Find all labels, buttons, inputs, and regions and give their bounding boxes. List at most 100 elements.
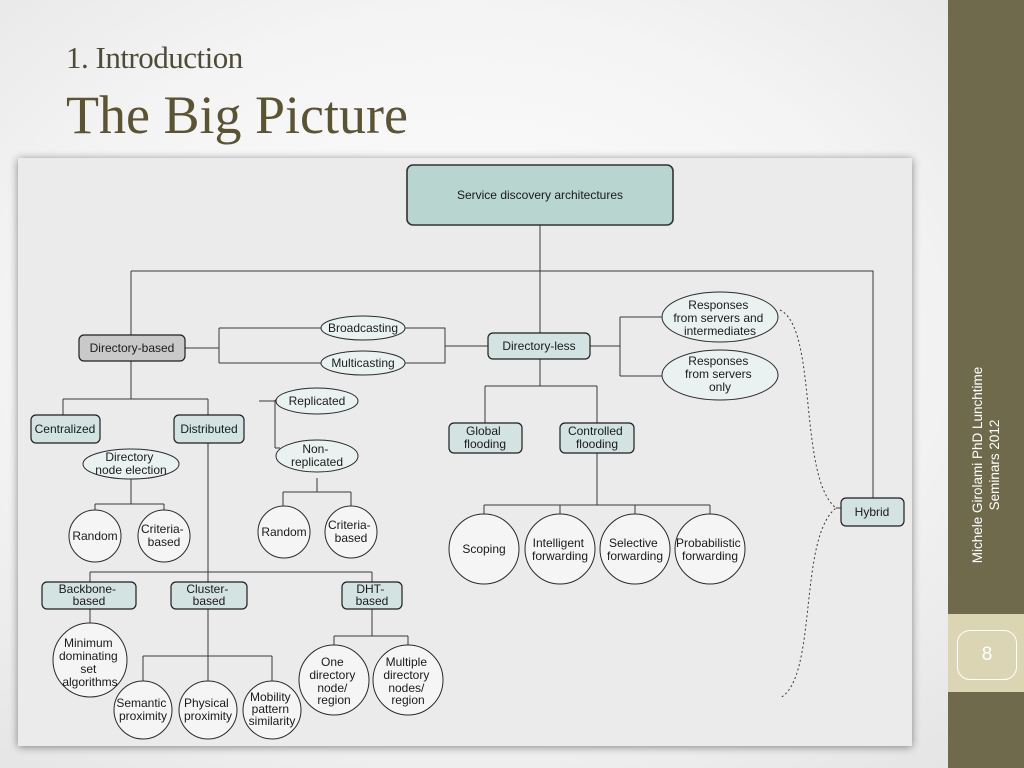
responses-intermediates-l1: Responses xyxy=(688,298,748,312)
distributed-node xyxy=(173,414,245,444)
mobility-pattern-l2: pattern xyxy=(252,702,289,716)
mobility-pattern-node xyxy=(242,680,302,740)
node-election-l2: node election xyxy=(95,463,166,477)
cluster-l1: Cluster- xyxy=(186,582,228,596)
multiple-directory-l1: Multiple xyxy=(386,655,428,669)
cluster-l2: based xyxy=(193,594,226,608)
responses-servers-node xyxy=(661,349,779,401)
global-flooding-label: Global flooding xyxy=(464,424,506,451)
semantic-proximity-l2: proximity xyxy=(119,709,167,723)
probabilistic-forwarding-node xyxy=(674,513,746,585)
controlled-flooding-node xyxy=(559,422,635,454)
mobility-pattern-l1: Mobility xyxy=(250,690,291,704)
selective-forwarding-l1: Selective xyxy=(609,536,658,550)
slide-title: The Big Picture xyxy=(66,85,408,145)
min-dom-set-l1: Minimum xyxy=(64,636,113,650)
semantic-proximity-l1: Semantic xyxy=(116,696,166,710)
min-dom-set-l4: algorithms xyxy=(62,675,117,689)
election-criteria-label: Criteria- based xyxy=(141,522,187,549)
global-flooding-node xyxy=(448,422,523,454)
one-directory-l2: directory xyxy=(309,668,355,682)
slide-subtitle: 1. Introduction xyxy=(66,40,243,75)
non-replicated-l2: replicated xyxy=(291,455,343,469)
sidebar-credit-line2: Seminars 2012 xyxy=(987,419,1002,511)
intelligent-forwarding-node xyxy=(524,513,596,585)
one-directory-l1: One xyxy=(321,655,344,669)
one-directory-l4: region xyxy=(317,693,350,707)
broadcasting-label: Broadcasting xyxy=(328,321,398,335)
backbone-l1: Backbone- xyxy=(59,582,116,596)
node-election-label: Directory node election xyxy=(95,450,166,477)
physical-proximity-node xyxy=(178,680,238,740)
directory-based-node xyxy=(78,334,186,362)
one-directory-label: One directory node/ region xyxy=(309,655,358,707)
diagram-figure: Service discovery architectures Director… xyxy=(18,158,912,746)
sidebar-credit-line1: Michele Girolami PhD Lunchtime xyxy=(970,366,985,564)
replication-criteria-l2: based xyxy=(335,531,368,545)
global-flooding-l2: flooding xyxy=(464,437,506,451)
root-node xyxy=(406,164,674,226)
controlled-flooding-l2: flooding xyxy=(576,437,618,451)
dht-l2: based xyxy=(356,594,389,608)
global-flooding-l1: Global xyxy=(466,424,501,438)
selective-forwarding-node xyxy=(599,513,671,585)
non-replicated-node xyxy=(275,439,359,473)
connector-lines xyxy=(62,225,874,685)
physical-proximity-l1: Physical xyxy=(184,696,229,710)
mobility-pattern-l3: similarity xyxy=(249,714,296,728)
controlled-flooding-label: Controlled flooding xyxy=(568,424,626,451)
responses-servers-l1: Responses xyxy=(688,354,748,368)
intelligent-forwarding-l2: forwarding xyxy=(532,549,588,563)
replication-criteria-label: Criteria- based xyxy=(328,518,374,545)
election-criteria-node xyxy=(137,509,191,563)
replication-random-node xyxy=(257,505,311,559)
min-dom-set-label: Minimum dominating set algorithms xyxy=(59,636,121,689)
responses-intermediates-l3: intermediates xyxy=(684,324,756,338)
directory-less-node xyxy=(487,332,591,360)
min-dom-set-node xyxy=(52,622,128,698)
election-random-label: Random xyxy=(72,529,117,543)
distributed-label: Distributed xyxy=(180,422,237,436)
intelligent-forwarding-l1: Intelligent xyxy=(533,536,585,550)
dht-node xyxy=(341,581,403,610)
probabilistic-forwarding-label: Probabilistic forwarding xyxy=(676,536,744,563)
replicated-node xyxy=(275,387,359,415)
hybrid-brace xyxy=(779,309,837,699)
multiple-directory-node xyxy=(372,644,444,716)
diagram-canvas: Service discovery architectures Director… xyxy=(30,164,905,740)
centralized-label: Centralized xyxy=(35,422,96,436)
replication-criteria-l1: Criteria- xyxy=(328,518,371,532)
responses-intermediates-label: Responses from servers and intermediates xyxy=(673,298,766,338)
dht-label: DHT- based xyxy=(356,582,389,608)
replication-criteria-node xyxy=(324,505,378,559)
non-replicated-label: Non- replicated xyxy=(291,442,343,469)
backbone-l2: based xyxy=(73,594,106,608)
dht-l1: DHT- xyxy=(356,582,384,596)
intelligent-forwarding-label: Intelligent forwarding xyxy=(532,536,588,563)
multiple-directory-l3: nodes/ xyxy=(388,681,425,695)
directory-less-label: Directory-less xyxy=(502,339,575,353)
multicasting-node xyxy=(320,350,406,376)
hybrid-label: Hybrid xyxy=(855,505,890,519)
backbone-label: Backbone- based xyxy=(59,582,120,608)
page-number: 8 xyxy=(957,630,1017,680)
scoping-label: Scoping xyxy=(462,542,505,556)
semantic-proximity-label: Semantic proximity xyxy=(116,696,169,723)
physical-proximity-l2: proximity xyxy=(184,709,232,723)
election-random-node xyxy=(68,509,122,563)
responses-servers-label: Responses from servers only xyxy=(685,354,755,394)
multiple-directory-l2: directory xyxy=(383,668,429,682)
non-replicated-l1: Non- xyxy=(302,442,328,456)
min-dom-set-l2: dominating xyxy=(59,649,118,663)
root-label: Service discovery architectures xyxy=(457,188,623,202)
node-election-l1: Directory xyxy=(105,450,153,464)
responses-intermediates-l2: from servers and xyxy=(673,311,763,325)
replicated-label: Replicated xyxy=(289,394,346,408)
responses-servers-l3: only xyxy=(709,380,731,394)
responses-servers-l2: from servers xyxy=(685,367,752,381)
election-criteria-l1: Criteria- xyxy=(141,522,184,536)
physical-proximity-label: Physical proximity xyxy=(184,696,232,723)
responses-intermediates-node xyxy=(661,291,779,343)
directory-based-label: Directory-based xyxy=(90,341,175,355)
selective-forwarding-label: Selective forwarding xyxy=(607,536,663,563)
